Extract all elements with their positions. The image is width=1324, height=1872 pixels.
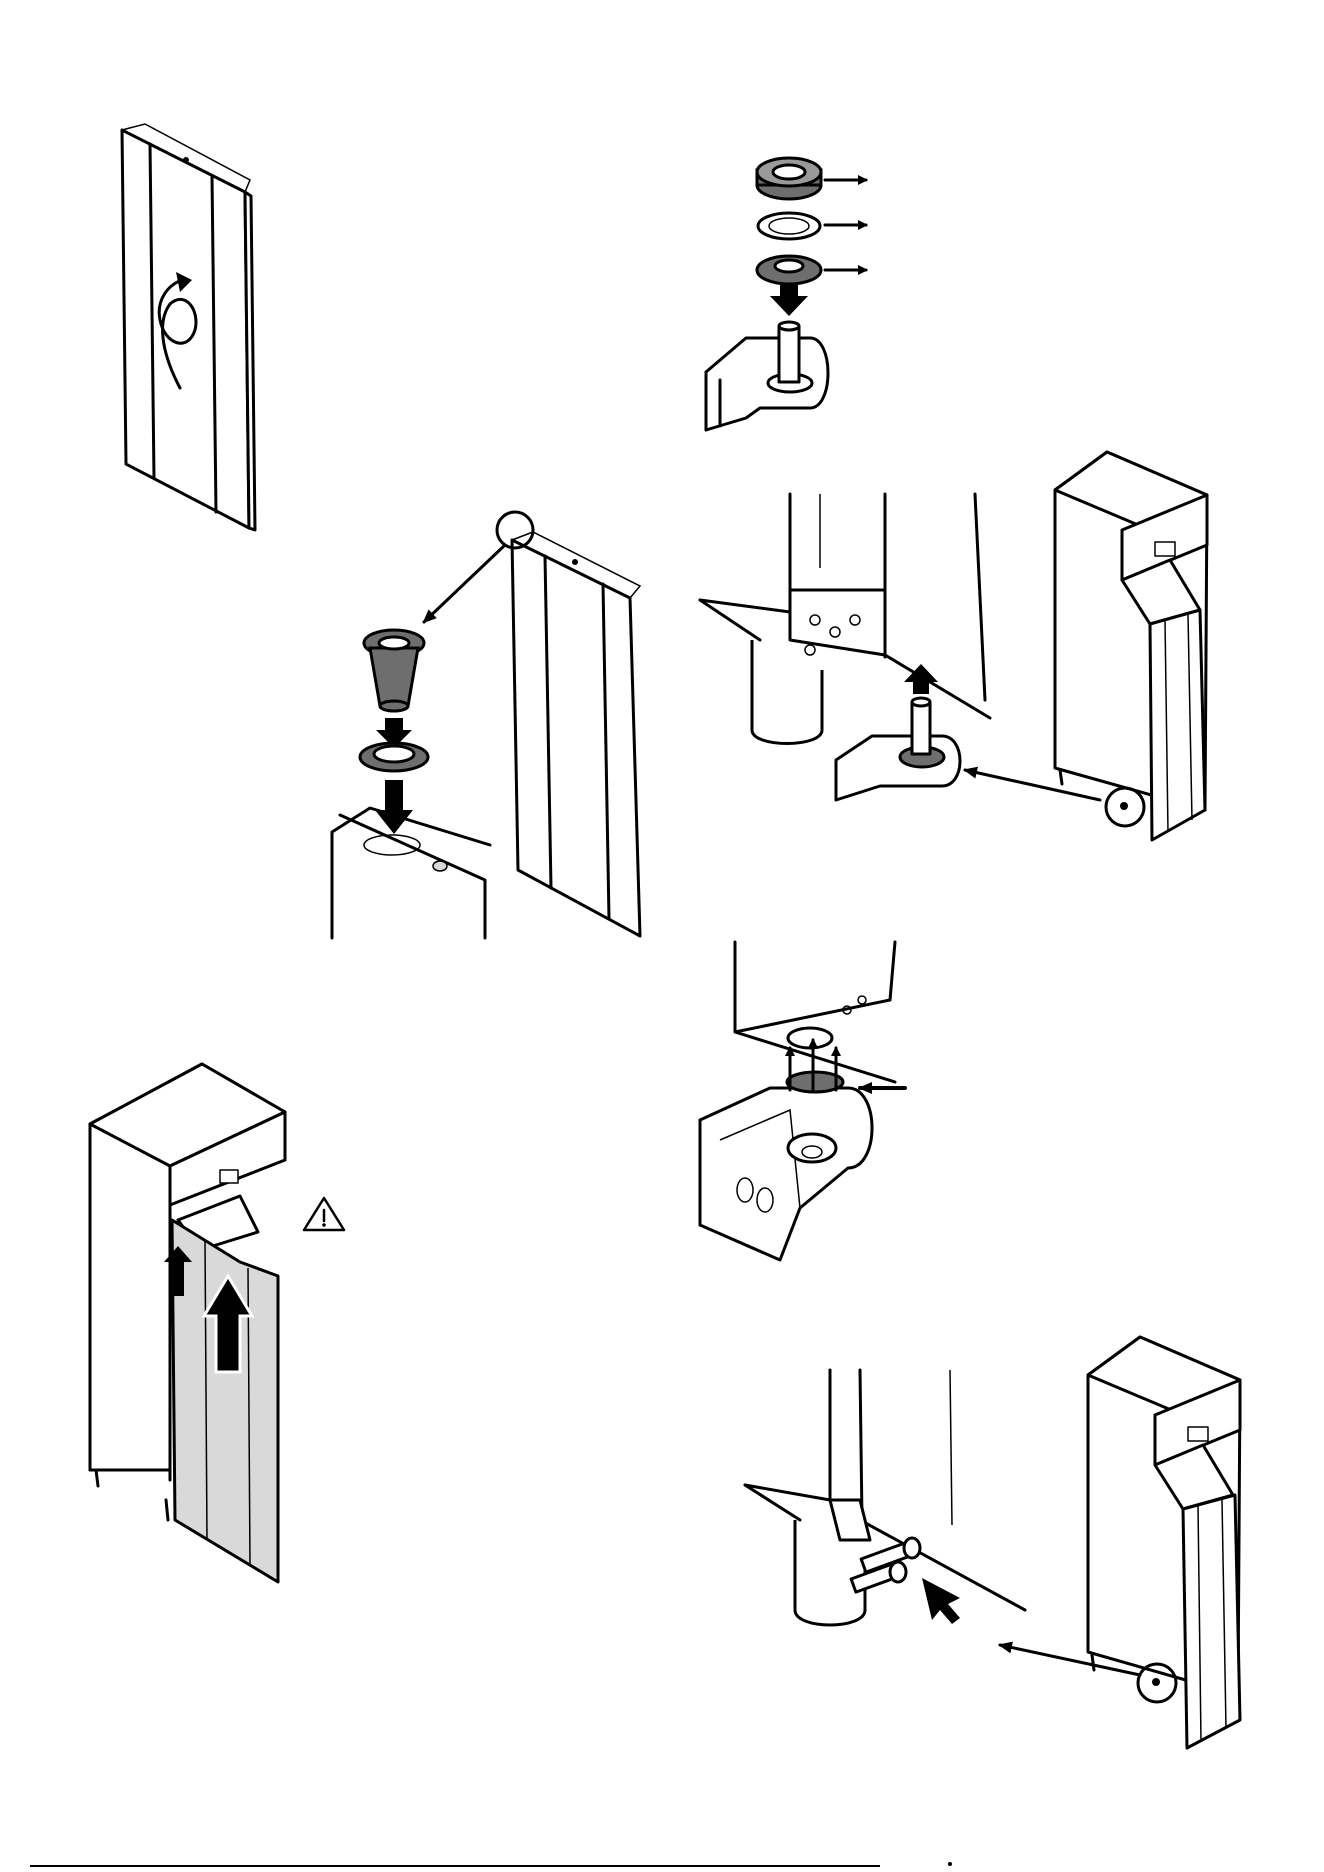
washer <box>758 213 820 239</box>
top-bushing <box>364 630 424 711</box>
cabinet-top-corner <box>332 808 490 938</box>
pointer-arrow <box>424 545 505 622</box>
door-panel <box>122 124 255 530</box>
step-remove-hinge-parts <box>706 158 866 430</box>
bushing <box>757 256 821 284</box>
warning-triangle-icon <box>304 1198 344 1230</box>
push-arrow <box>922 1578 960 1624</box>
step-mount-hinge-bracket <box>700 942 905 1260</box>
step-fit-bottom-hinge <box>700 452 1207 840</box>
step-fasten-hinge-screws <box>745 1337 1240 1748</box>
step-hang-door <box>90 1064 344 1582</box>
hinge-closeup <box>700 494 990 800</box>
down-arrow <box>375 780 413 834</box>
hinge-pin-bracket <box>706 322 828 430</box>
door-upright <box>512 532 640 936</box>
footer-mark <box>948 1862 952 1866</box>
step-insert-top-bushing <box>332 512 640 938</box>
cabinet-overview <box>1088 1337 1240 1748</box>
hinge-ring <box>360 743 428 771</box>
step-flip-door <box>122 124 255 530</box>
lock-nut <box>757 158 821 199</box>
door-panel-shaded <box>172 1220 278 1582</box>
cabinet-overview <box>1055 452 1207 840</box>
down-arrow <box>770 283 808 316</box>
